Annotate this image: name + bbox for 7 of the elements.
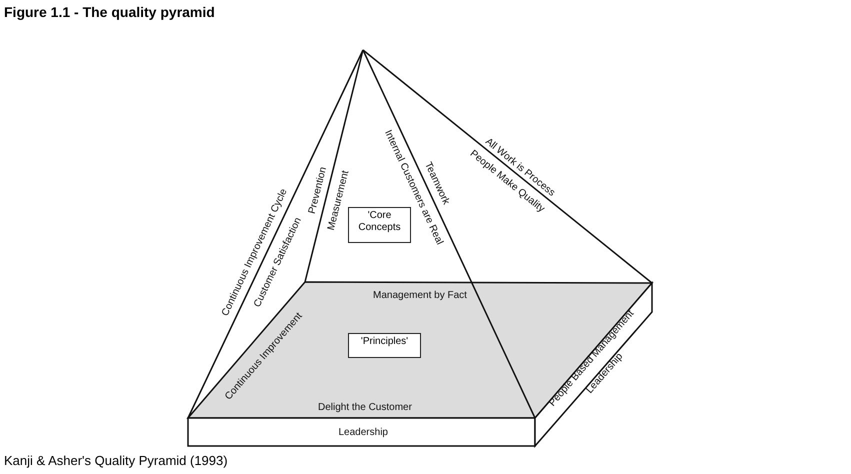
concept-box: 'Principles' bbox=[348, 333, 421, 358]
figure-title: Figure 1.1 - The quality pyramid bbox=[4, 4, 215, 20]
pyramid-label: Leadership bbox=[338, 426, 388, 438]
concept-box: 'Core Concepts bbox=[348, 207, 411, 243]
pyramid-label: Management by Fact bbox=[373, 290, 467, 300]
pyramid-label: Delight the Customer bbox=[318, 402, 412, 412]
figure-caption: Kanji & Asher's Quality Pyramid (1993) bbox=[4, 453, 228, 468]
